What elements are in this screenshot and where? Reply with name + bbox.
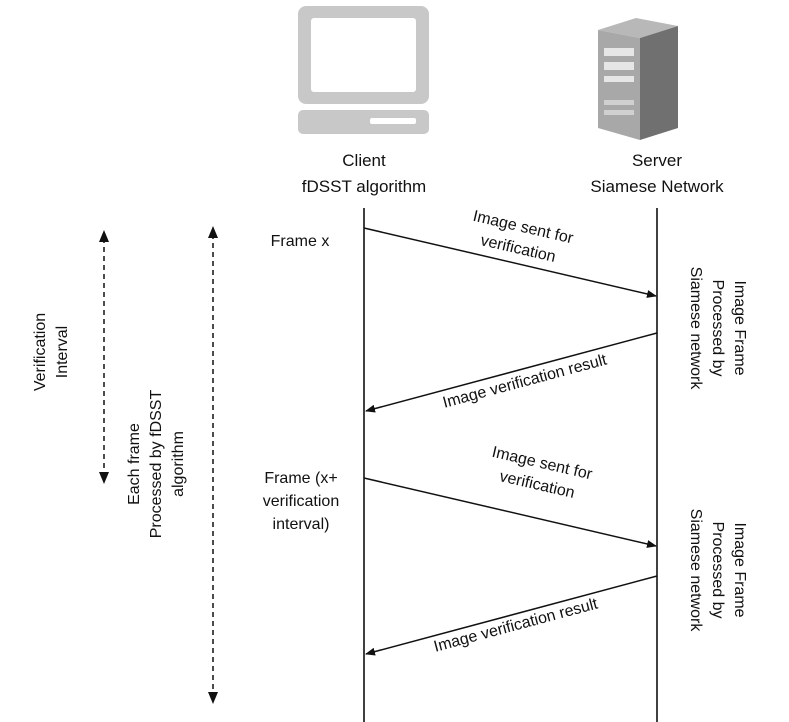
- send-arrow-1: [363, 227, 657, 298]
- result-message-2: Image verification result: [432, 595, 600, 655]
- frame-next-label-line2: verification: [263, 493, 339, 510]
- server-note-2-line2: Processed by: [709, 522, 726, 619]
- each-frame-arrow-down: [208, 692, 218, 704]
- each-frame-label-line1: Each frame: [126, 423, 143, 505]
- each-frame-label-line3: algorithm: [170, 431, 187, 497]
- frame-next-label-line1: Frame (x+: [264, 470, 337, 487]
- each-frame-arrow-up: [208, 226, 218, 238]
- result-arrow-1: [365, 332, 658, 413]
- frame-next-label-line3: interval): [273, 516, 330, 533]
- frame-x-label: Frame x: [271, 233, 330, 250]
- verification-interval-arrow-up: [99, 230, 109, 242]
- server-tower-icon: [598, 18, 678, 140]
- client-title: Client: [342, 151, 386, 170]
- each-frame-label-line2: Processed by fDSST: [148, 390, 165, 539]
- server-note-1-line3: Siamese network: [687, 267, 704, 391]
- verification-interval-arrow-down: [99, 472, 109, 484]
- client-subtitle: fDSST algorithm: [302, 177, 426, 196]
- server-note-1-line1: Image Frame: [731, 280, 748, 375]
- server-subtitle: Siamese Network: [590, 177, 724, 196]
- server-note-2-line3: Siamese network: [687, 509, 704, 633]
- verification-interval-label-line2: Interval: [54, 326, 71, 378]
- server-note-2-line1: Image Frame: [731, 522, 748, 617]
- server-title: Server: [632, 151, 682, 170]
- result-arrow-2: [365, 575, 658, 656]
- send-arrow-2: [363, 477, 657, 548]
- result-message-1: Image verification result: [441, 351, 609, 411]
- server-note-1-line2: Processed by: [709, 280, 726, 377]
- verification-interval-label-line1: Verification: [32, 313, 49, 391]
- desktop-computer-icon: [298, 6, 429, 134]
